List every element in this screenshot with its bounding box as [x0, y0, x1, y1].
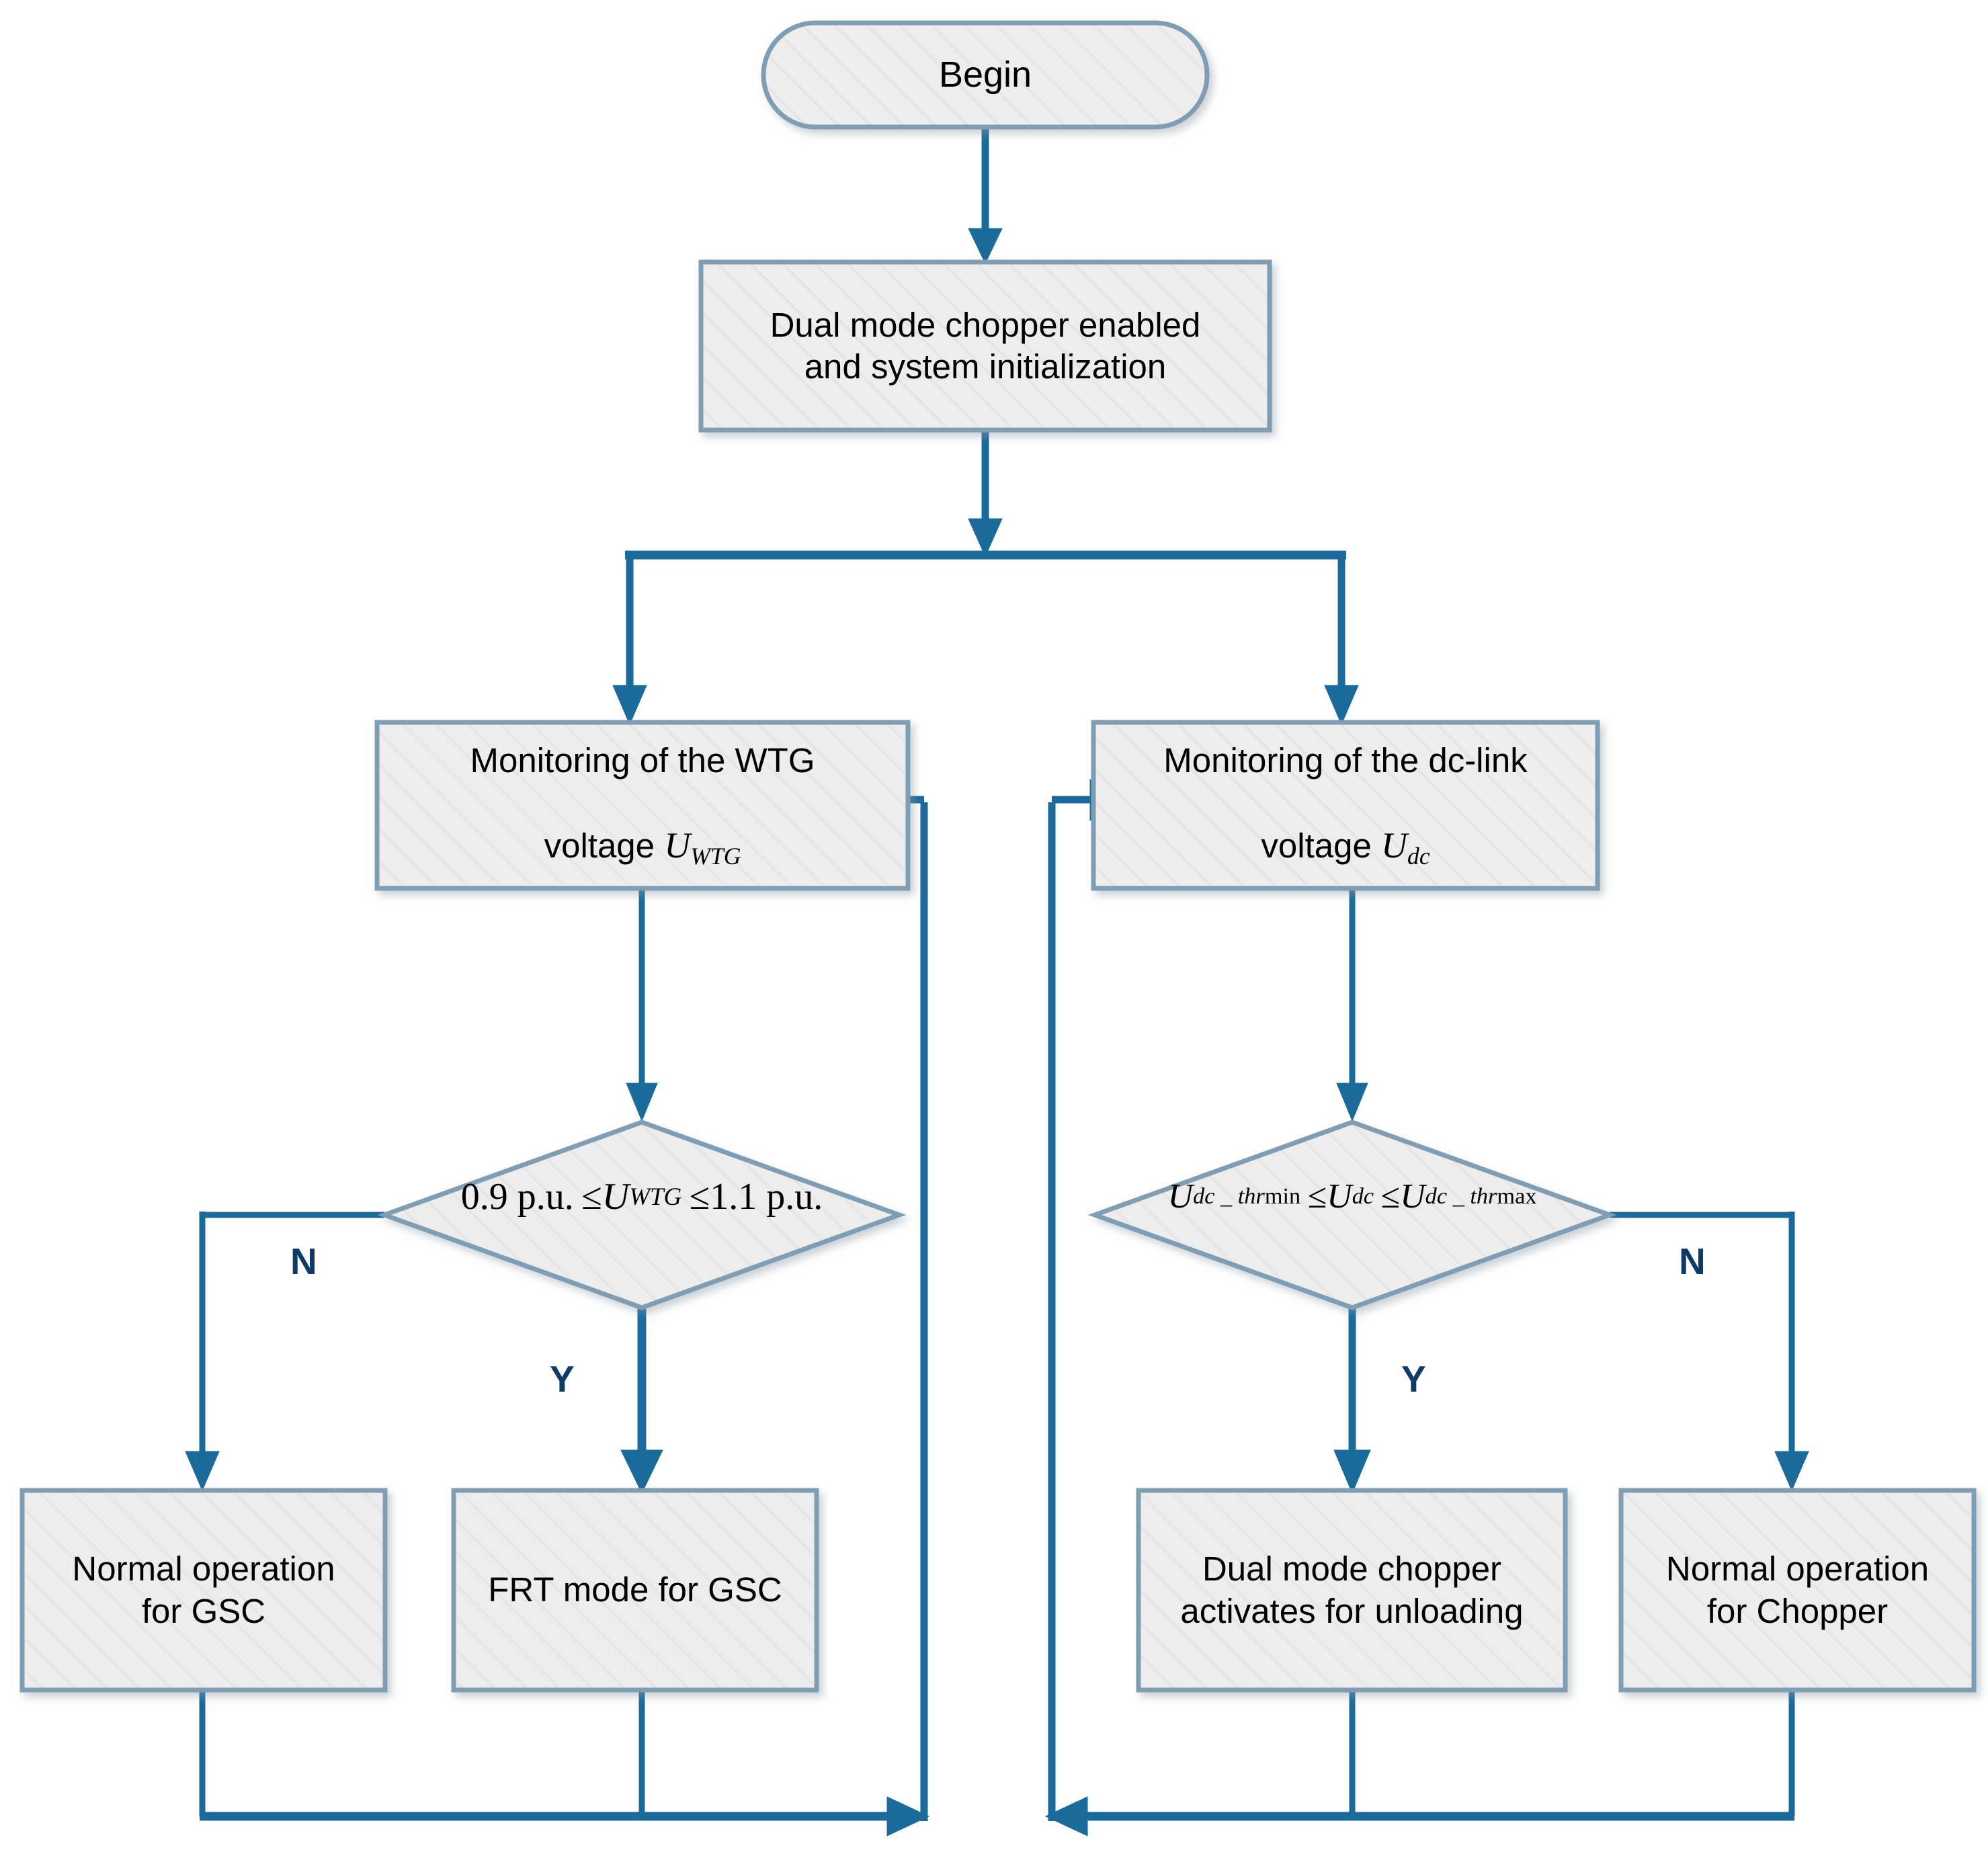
edge-left-return-riser — [842, 779, 928, 1821]
node-shape-init[interactable] — [698, 259, 1272, 433]
edge-right-return-bus — [1044, 1796, 1794, 1836]
node-shape-mon-dc[interactable] — [1091, 720, 1600, 891]
edge-split-to-mon-wtg — [612, 555, 647, 726]
edge-mon-wtg-to-dec-wtg — [626, 888, 658, 1122]
node-shape-frt-gsc[interactable] — [451, 1488, 819, 1693]
edge-dec-dc-yes — [1333, 1309, 1371, 1494]
edge-init-to-split — [968, 430, 1003, 558]
edge-split-to-mon-dc — [1324, 555, 1359, 726]
node-shape-dec-wtg[interactable] — [377, 1119, 907, 1310]
edge-dec-dc-no — [1610, 1212, 1809, 1492]
edge-right-return-riser — [1048, 779, 1134, 1821]
edge-dec-wtg-no — [185, 1212, 384, 1492]
node-shape-dec-dc[interactable] — [1087, 1119, 1617, 1310]
edge-begin-to-init — [968, 126, 1003, 265]
edge-mon-dc-to-dec-dc — [1336, 888, 1368, 1122]
node-shape-mon-wtg[interactable] — [374, 720, 911, 891]
edge-dec-wtg-yes — [620, 1309, 663, 1494]
node-shape-chopper-act[interactable] — [1136, 1488, 1568, 1693]
node-shape-norm-gsc[interactable] — [19, 1488, 388, 1693]
node-shape-begin[interactable] — [761, 20, 1210, 130]
node-shape-norm-chopper[interactable] — [1618, 1488, 1977, 1693]
edge-left-return-bus — [200, 1796, 930, 1836]
